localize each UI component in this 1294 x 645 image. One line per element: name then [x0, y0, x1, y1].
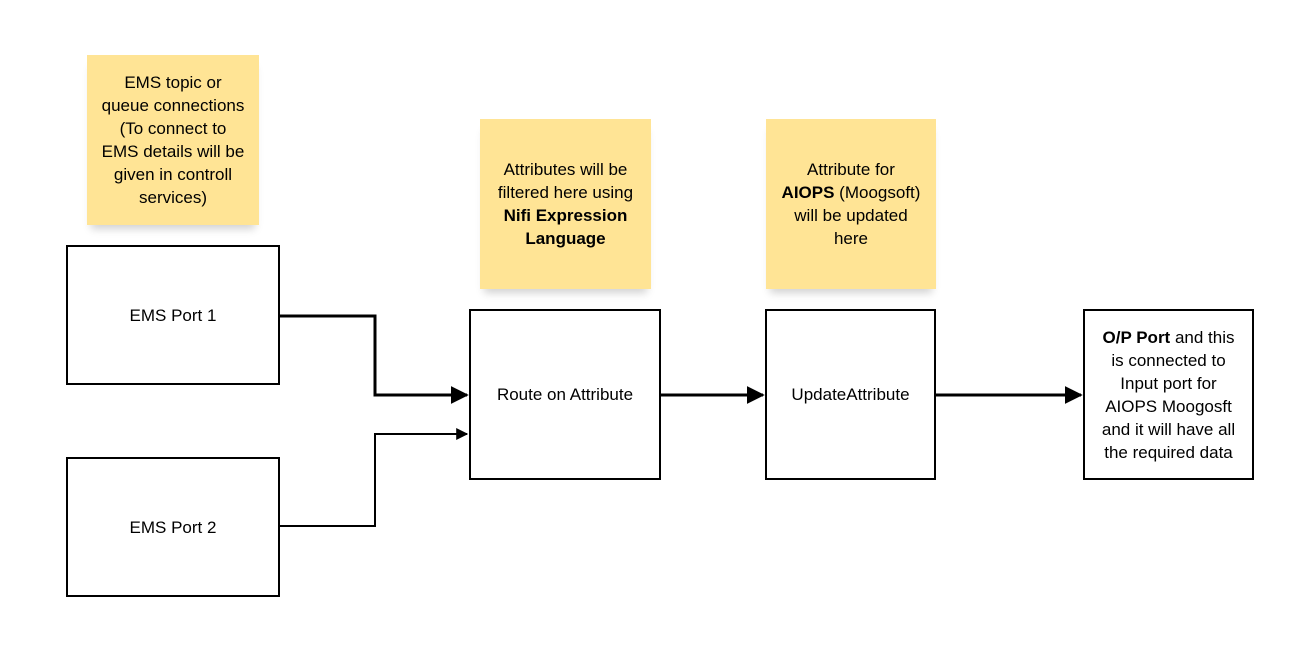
node-label-rest: and this	[1170, 327, 1235, 347]
node-line: and it will have all	[1101, 419, 1236, 439]
ems-port-2-node[interactable]: EMS Port 2	[66, 457, 280, 597]
note-line: EMS topic or	[124, 73, 222, 92]
note-line: (To connect to	[119, 119, 227, 138]
note-line: Attributes will be	[503, 160, 628, 179]
route-on-attribute-node[interactable]: Route on Attribute	[469, 309, 661, 480]
node-label: EMS Port 1	[129, 305, 217, 325]
note-line: filtered here using	[497, 183, 634, 202]
update-aiops-note: Attribute for AIOPS (Moogsoft) will be u…	[766, 119, 936, 289]
note-line: EMS details will be	[101, 142, 245, 161]
node-label: EMS Port 2	[129, 517, 217, 537]
connector-port2-to-route	[279, 428, 469, 527]
ems-connections-note: EMS topic or queue connections (To conne…	[87, 55, 259, 225]
note-line: will be updated	[794, 206, 908, 225]
op-port-node[interactable]: O/P Port and this is connected to Input …	[1083, 309, 1254, 480]
ems-port-1-node[interactable]: EMS Port 1	[66, 245, 280, 385]
connector-port1-to-route	[279, 314, 469, 404]
note-line: services)	[138, 188, 207, 207]
note-line: Attribute for	[807, 160, 895, 179]
note-line-rest: (Moogsoft)	[834, 183, 921, 202]
note-line: queue connections	[101, 96, 245, 115]
update-attribute-node[interactable]: UpdateAttribute	[765, 309, 936, 480]
node-line: the required data	[1104, 442, 1233, 462]
note-bold-line: Language	[525, 229, 606, 248]
node-line: AIOPS Moogosft	[1105, 396, 1232, 416]
route-filter-note: Attributes will be filtered here using N…	[480, 119, 651, 289]
node-label: UpdateAttribute	[791, 385, 910, 404]
node-label: Route on Attribute	[496, 385, 634, 404]
note-line: here	[833, 229, 868, 248]
note-bold-word: AIOPS	[781, 183, 835, 202]
note-bold-line: Nifi Expression	[503, 206, 628, 225]
node-line: is connected to	[1111, 350, 1226, 370]
node-line: Input port for	[1120, 373, 1217, 393]
node-bold-label: O/P Port	[1102, 327, 1171, 347]
note-line: given in controll	[113, 165, 233, 184]
